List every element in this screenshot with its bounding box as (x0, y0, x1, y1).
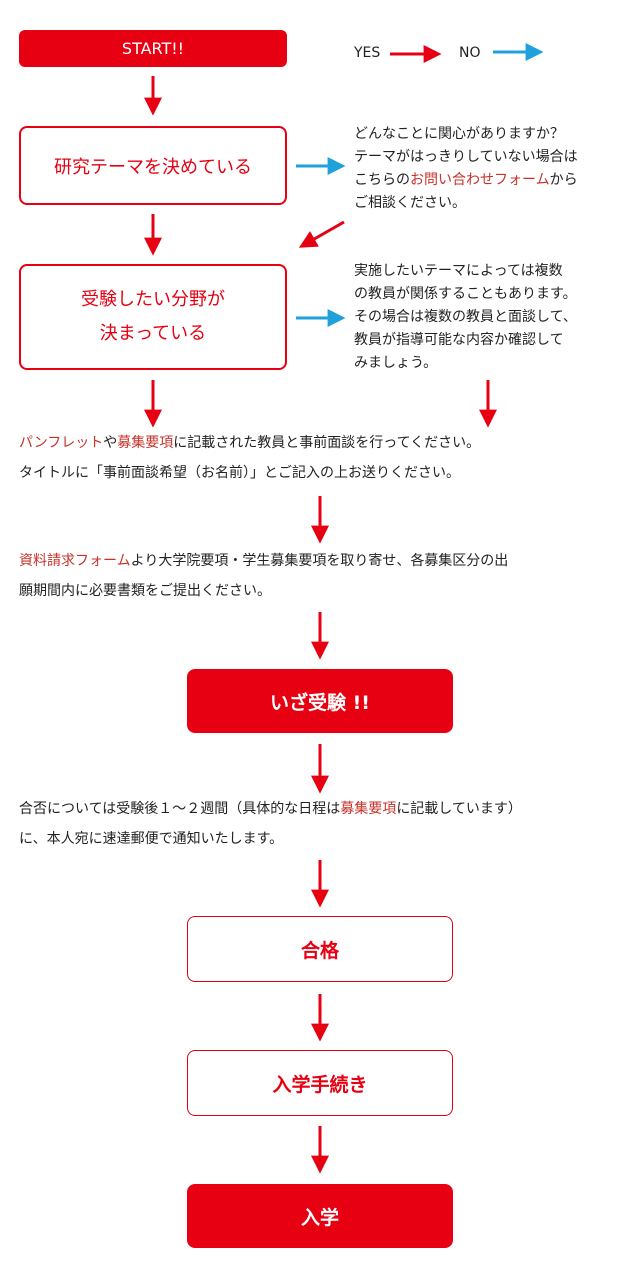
multiple-faculty-note: 実施したいテーマによっては複数 の教員が関係することもあります。 その場合は複数… (354, 263, 577, 371)
exam-box: いざ受験 !! (187, 669, 453, 733)
pass-label: 合格 (300, 939, 339, 962)
enrollment-procedure-box: 入学手続き (187, 1050, 453, 1116)
field-decided-line2: 決まっている (99, 323, 207, 344)
inquiry-form-link[interactable]: お問い合わせフォーム (410, 172, 550, 188)
research-theme-box: 研究テーマを決めている (19, 126, 287, 205)
arrow-consult-back (298, 220, 345, 248)
pamphlet-link[interactable]: パンフレット (19, 435, 104, 451)
guidelines-link-2[interactable]: 募集要項 (340, 801, 397, 817)
start-label: START!! (121, 39, 185, 58)
enrollment-procedure-label: 入学手続き (272, 1073, 368, 1096)
materials-request-link[interactable]: 資料請求フォーム (19, 553, 131, 569)
enrollment-label: 入学 (300, 1206, 339, 1229)
no-theme-note: どんなことに関心がありますか？ テーマがはっきりしていない場合は こちらのお問い… (354, 126, 578, 211)
materials-instructions: 資料請求フォームより大学院要項・学生募集要項を取り寄せ、各募集区分の出 願期間内… (19, 553, 509, 599)
pass-box: 合格 (187, 916, 453, 982)
interview-instructions: パンフレットや募集要項に記載された教員と事前面談を行ってください。 タイトルに「… (19, 435, 481, 481)
legend-yes-label: YES (354, 45, 381, 61)
start-box: START!! (19, 30, 287, 67)
exam-label: いざ受験 !! (270, 691, 370, 714)
field-decided-line1: 受験したい分野が (81, 289, 225, 310)
enrollment-box: 入学 (187, 1184, 453, 1248)
legend-no-label: NO (459, 45, 481, 61)
guidelines-link[interactable]: 募集要項 (117, 435, 174, 451)
result-notice: 合否については受験後１～２週間（具体的な日程は募集要項に記載しています） に、本… (19, 801, 522, 847)
research-theme-label: 研究テーマを決めている (54, 156, 252, 178)
field-decided-box: 受験したい分野が 決まっている (19, 264, 287, 370)
